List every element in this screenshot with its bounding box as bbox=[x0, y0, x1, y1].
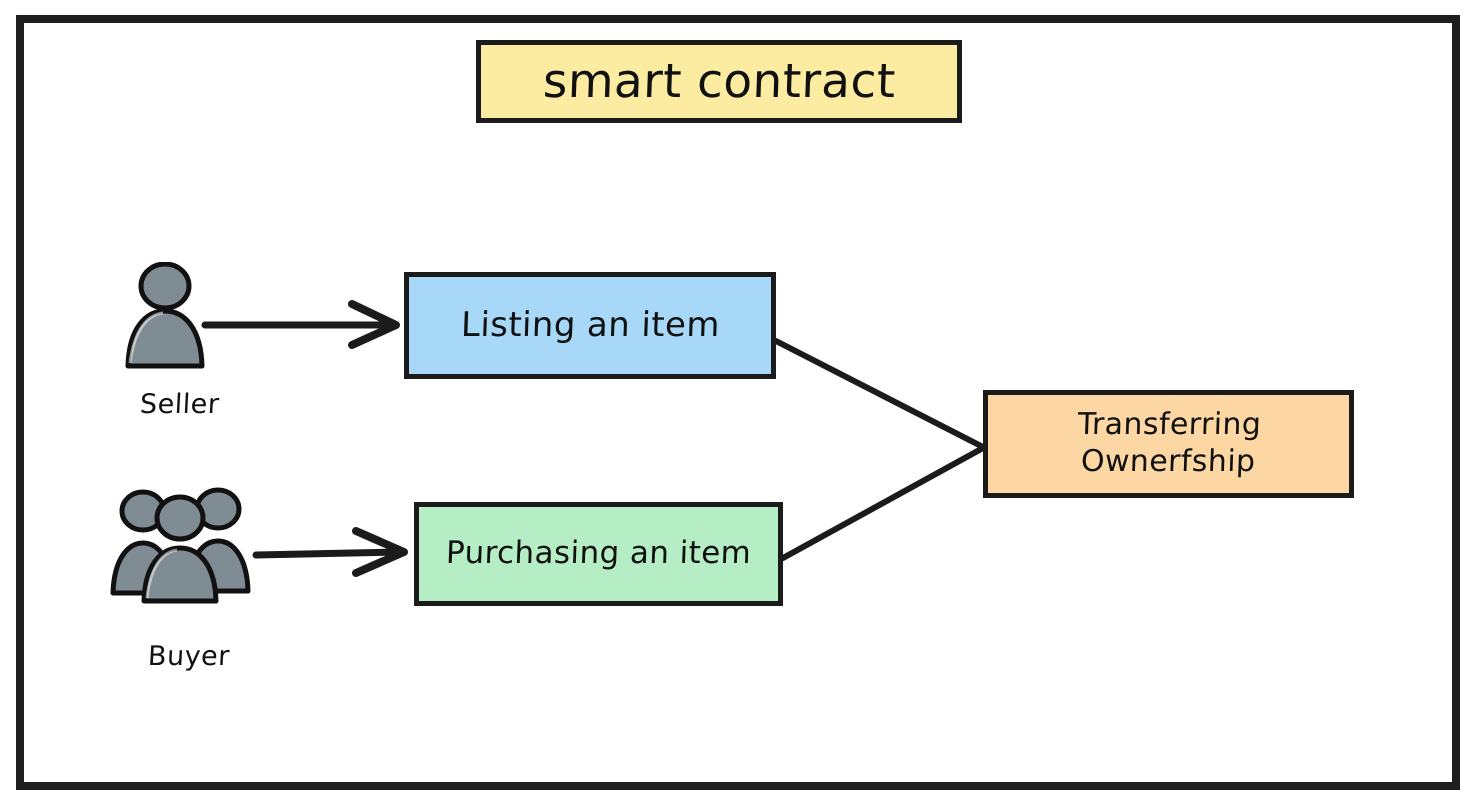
node-smart-contract-title[interactable]: smart contract bbox=[476, 40, 962, 123]
single-person-icon bbox=[118, 261, 238, 372]
group-of-people-icon bbox=[110, 487, 270, 607]
node-purchasing-an-item[interactable]: Purchasing an item bbox=[414, 502, 783, 606]
node-title-label: smart contract bbox=[541, 53, 897, 109]
node-transfer-label: Transferring Ownerfship bbox=[1076, 407, 1262, 479]
actor-label-buyer: Buyer bbox=[147, 641, 231, 672]
actor-label-seller: Seller bbox=[139, 389, 221, 420]
node-listing-an-item[interactable]: Listing an item bbox=[404, 272, 776, 379]
node-purchasing-label: Purchasing an item bbox=[445, 535, 752, 572]
node-listing-label: Listing an item bbox=[459, 304, 721, 345]
node-transferring-ownership[interactable]: Transferring Ownerfship bbox=[983, 390, 1354, 498]
